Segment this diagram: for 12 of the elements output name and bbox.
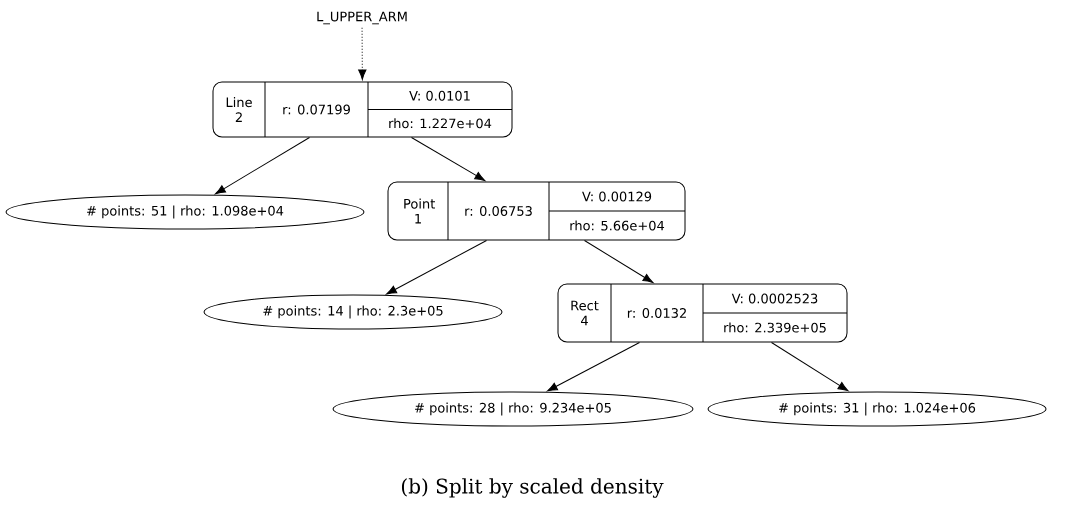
arrow [547,342,640,392]
arrow [584,240,654,283]
record-box: Point 1 r: 0.06753 V: 0.00129 rho: 5.66e+04 [387,181,686,241]
record-box: Line 2 r: 0.07199 V: 0.0101 rho: 1.227e+04 [212,81,513,138]
record-box: Rect 4 r: 0.0132 V: 0.0002523 rho: 2.339e+05 [557,283,848,343]
root-label: L_UPPER_ARM [317,11,407,25]
arrow [771,342,849,392]
arrow [215,137,310,195]
caption: (b) Split by scaled density [402,478,664,498]
arrow [386,240,487,295]
arrow [411,137,486,181]
arrow [358,27,367,80]
